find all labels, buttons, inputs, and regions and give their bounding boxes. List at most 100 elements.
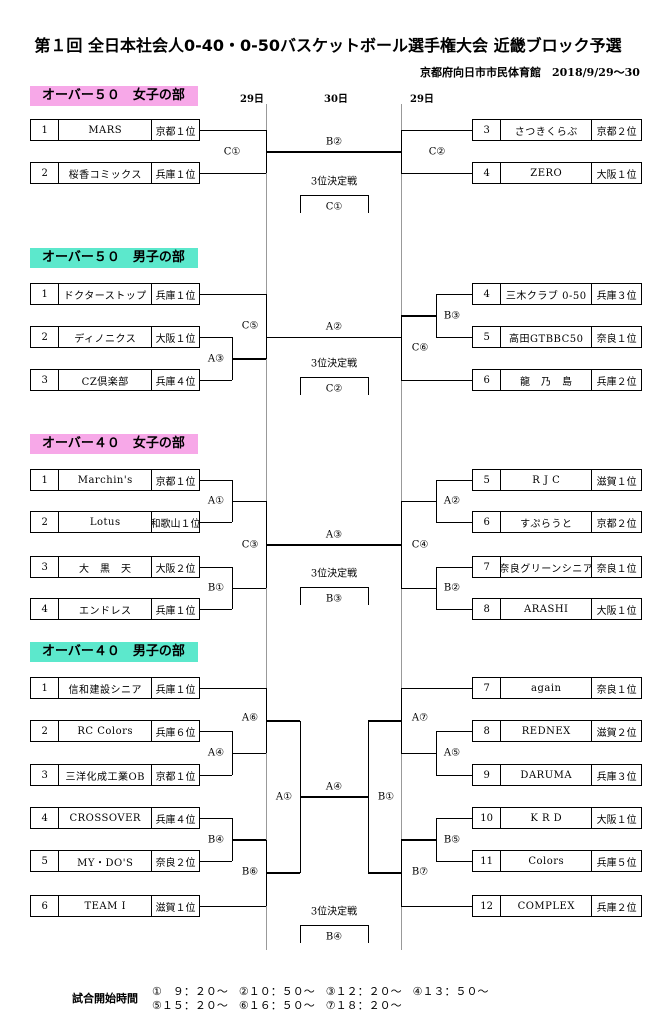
team-number: 7 — [473, 678, 502, 698]
team-number: 12 — [473, 896, 502, 916]
match-label: C① — [223, 146, 241, 157]
match-label: B⑤ — [443, 834, 461, 845]
team-prefecture: 大阪１位 — [596, 605, 637, 617]
bracket-line — [266, 151, 401, 153]
final-match-label: A② — [325, 321, 343, 333]
bracket-line — [367, 587, 369, 605]
bracket-line — [266, 544, 401, 546]
team-prefecture: 兵庫１位 — [155, 605, 196, 617]
bracket-line — [436, 336, 472, 338]
bracket-line — [436, 521, 472, 523]
day-label-left: 29日 — [240, 94, 264, 105]
bracket-line — [232, 839, 266, 841]
team-number: 8 — [473, 599, 502, 619]
team-number: 4 — [473, 284, 502, 304]
bracket-line — [300, 586, 368, 588]
team-prefecture: 兵庫２位 — [596, 902, 637, 914]
start-times-line-1: ① ９：２０～ ②１０：５０～ ③１２：２０～ ④１３：５０～ — [152, 985, 489, 998]
team-number: 6 — [473, 512, 502, 532]
match-label: A⑥ — [241, 712, 259, 724]
team-number: 8 — [473, 721, 502, 741]
third-place-match-label: C① — [325, 201, 343, 213]
third-place-title: 3位決定戦 — [310, 568, 358, 580]
team-number: 11 — [473, 851, 502, 871]
team-prefecture: 大阪１位 — [155, 333, 196, 345]
bracket-line — [435, 818, 437, 861]
bracket-line — [401, 379, 472, 381]
final-match-label: A④ — [325, 781, 343, 793]
final-match-label: A③ — [325, 529, 343, 540]
bracket-line — [299, 587, 301, 605]
bracket-line — [435, 294, 437, 337]
team-prefecture: 兵庫３位 — [596, 290, 637, 302]
bracket-line — [300, 924, 368, 926]
team-number: 2 — [31, 163, 60, 183]
team-prefecture: 兵庫１位 — [155, 290, 196, 302]
team-prefecture: 大阪１位 — [596, 169, 637, 181]
team-prefecture: 京都２位 — [596, 518, 637, 530]
bracket-line — [436, 730, 472, 732]
bracket-line — [436, 566, 472, 568]
team-name: 信和建設シニア — [59, 678, 153, 698]
bracket-line — [401, 172, 472, 174]
third-place-match-label: B④ — [325, 931, 343, 943]
bracket-line — [266, 872, 300, 874]
bracket-line — [367, 195, 369, 213]
team-prefecture: 大阪２位 — [155, 563, 196, 575]
team-prefecture: 大阪１位 — [596, 814, 637, 826]
page-title: 第１回 全日本社会人0-40・0-50バスケットボール選手権大会 近畿ブロック予… — [34, 36, 622, 55]
team-name: R J C — [501, 470, 593, 490]
bracket-line — [232, 358, 266, 360]
bracket-line — [401, 839, 436, 841]
bracket-line — [300, 796, 368, 798]
bracket-line — [299, 377, 301, 395]
match-label: B① — [207, 582, 225, 594]
day-label-center: 30日 — [324, 94, 348, 105]
team-name: again — [501, 678, 593, 698]
bracket-line — [436, 293, 472, 295]
bracket-line — [200, 608, 232, 610]
team-prefecture: 兵庫４位 — [155, 814, 196, 826]
bracket-line — [200, 129, 266, 131]
team-prefecture: 京都２位 — [596, 126, 637, 138]
team-name: 龍 乃 島 — [501, 370, 593, 390]
team-number: 10 — [473, 808, 502, 828]
bracket-line — [266, 336, 401, 338]
match-label: A⑦ — [411, 712, 429, 724]
team-name: さつきくらぶ — [501, 120, 593, 140]
team-name: RC Colors — [59, 721, 153, 741]
third-place-title: 3位決定戦 — [310, 358, 358, 370]
start-times-line-2: ⑤１５：２０～ ⑥１６：５０～ ⑦１８：２０～ — [152, 999, 402, 1012]
third-place-match-label: C② — [325, 383, 343, 395]
final-match-label: B② — [325, 136, 343, 147]
team-prefecture: 奈良１位 — [596, 333, 637, 345]
team-name: REDNEX — [501, 721, 593, 741]
team-number: 4 — [473, 163, 502, 183]
team-number: 5 — [473, 470, 502, 490]
team-number: 9 — [473, 765, 502, 785]
team-number: 4 — [31, 808, 60, 828]
bracket-line — [299, 195, 301, 213]
team-name: エンドレス — [59, 599, 153, 619]
bracket-line — [200, 860, 232, 862]
team-name: Lotus — [59, 512, 153, 532]
match-label: A③ — [207, 353, 225, 364]
bracket-line — [401, 315, 436, 317]
team-name: CZ倶楽部 — [59, 370, 153, 390]
bracket-line — [200, 566, 232, 568]
bracket-line — [435, 567, 437, 609]
